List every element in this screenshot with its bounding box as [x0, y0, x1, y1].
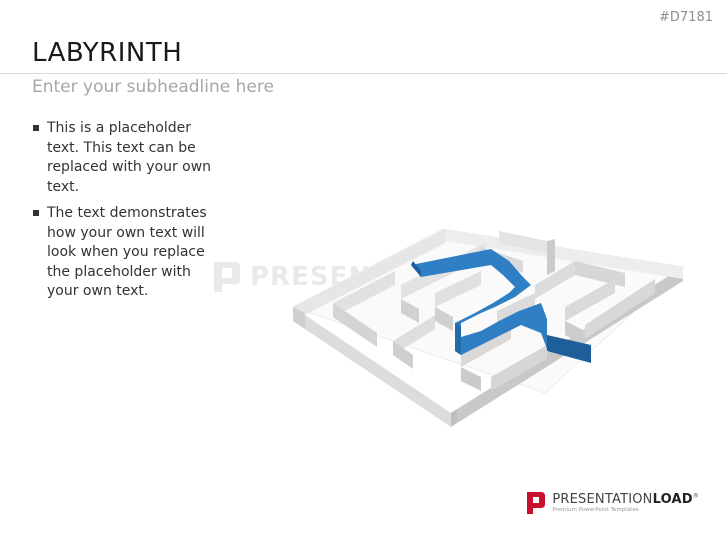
bullet-square-icon [33, 210, 39, 216]
bullet-square-icon [33, 125, 39, 131]
bullet-text: This is a placeholder text. This text ca… [47, 120, 212, 195]
bullet-text: The text demonstrates how your own text … [47, 205, 207, 299]
slide-id: #D7181 [659, 10, 713, 25]
bullet-list: This is a placeholder text. This text ca… [32, 119, 222, 309]
watermark-logo-icon [214, 262, 240, 292]
title-divider [0, 73, 727, 74]
bullet-item: This is a placeholder text. This text ca… [32, 119, 222, 197]
brand-tagline: Premium PowerPoint Templates [552, 506, 639, 513]
brand-logo-icon [527, 492, 546, 514]
maze-illustration [291, 228, 685, 427]
bullet-item: The text demonstrates how your own text … [32, 204, 222, 302]
slide-subtitle: Enter your subheadline here [32, 77, 274, 97]
slide-title: LABYRINTH [32, 38, 183, 68]
brand-name: PRESENTATIONLOAD® [552, 491, 699, 507]
brand-logo: PRESENTATIONLOAD® Premium PowerPoint Tem… [526, 491, 699, 515]
